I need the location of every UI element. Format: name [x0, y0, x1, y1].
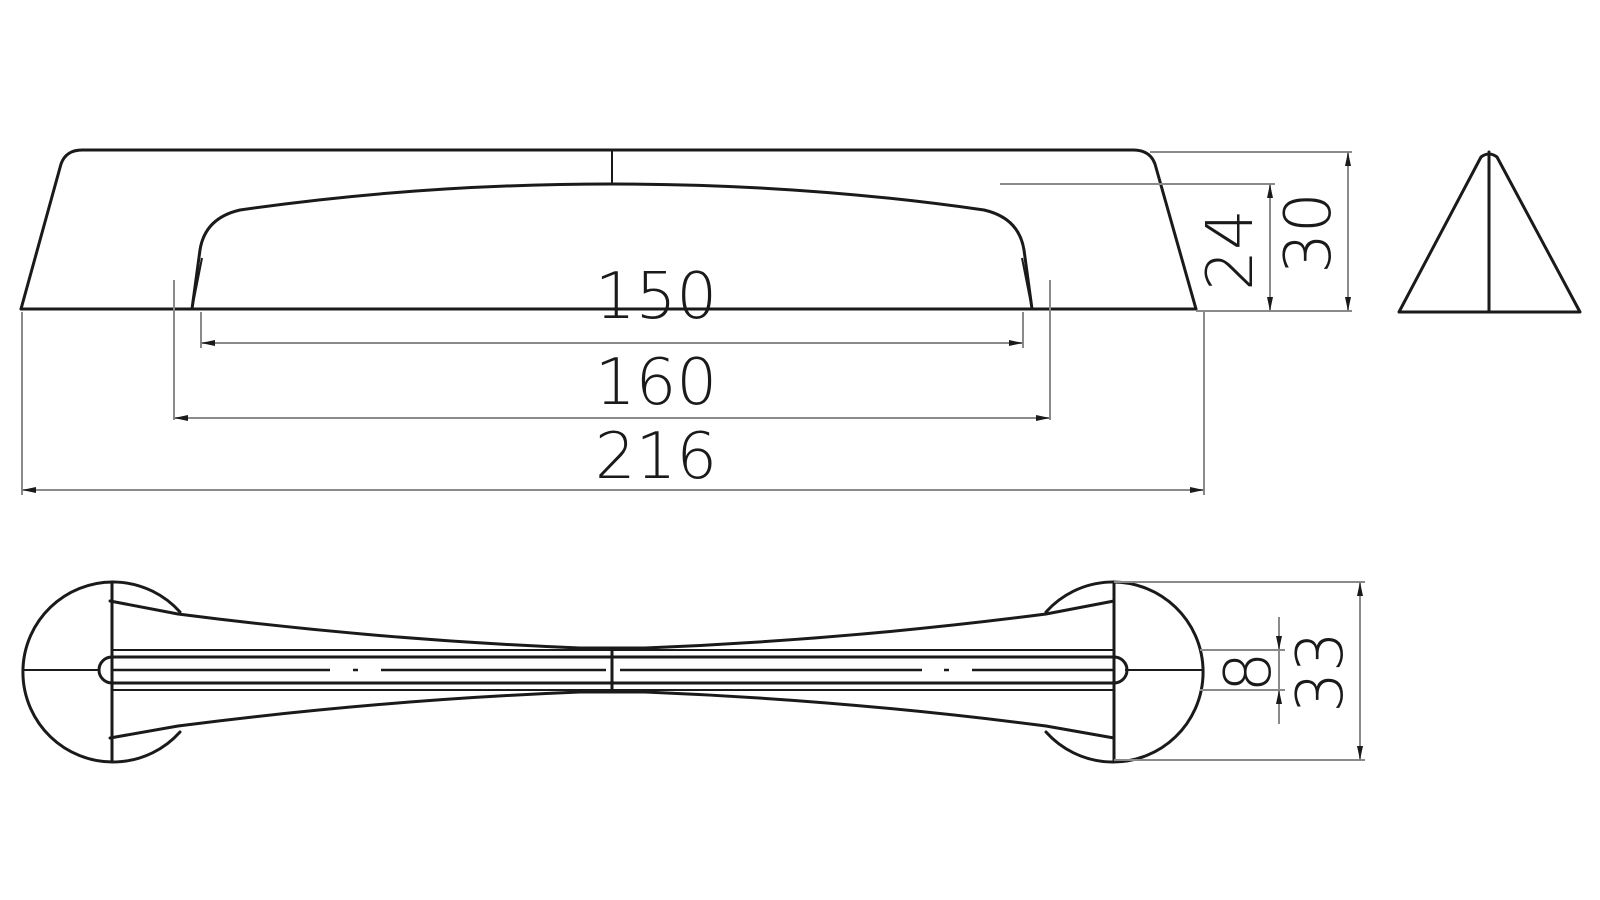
dim-label-33: 33 [1284, 631, 1358, 712]
arrow-icon [201, 340, 215, 346]
dim-label-150: 150 [595, 260, 717, 334]
arrow-icon [22, 487, 36, 493]
arrow-icon [1357, 582, 1363, 596]
front-view-right-foot [1021, 257, 1033, 310]
dim-label-216: 216 [595, 420, 717, 494]
dim-label-24: 24 [1194, 209, 1268, 290]
arrow-icon [1345, 152, 1351, 166]
arrow-icon [1345, 297, 1351, 311]
front-view-grip-cutout [190, 182, 1034, 311]
front-view-left-foot [191, 257, 203, 310]
top-view: 8 33 [21, 580, 1365, 764]
top-view-slot [97, 655, 1129, 685]
front-view-outer-profile [19, 148, 1198, 311]
dim-label-160: 160 [595, 346, 717, 420]
top-view-body-lower [108, 690, 1116, 740]
arrow-icon [174, 415, 188, 421]
arrow-icon [1036, 415, 1050, 421]
arrow-icon [1276, 636, 1282, 650]
arrow-icon [1357, 746, 1363, 760]
top-view-left-base [21, 580, 182, 764]
top-view-right-base [1044, 580, 1205, 764]
dim-label-30: 30 [1272, 192, 1346, 273]
top-view-body-upper [108, 599, 1116, 650]
front-view: 150 160 216 24 30 [19, 148, 1352, 495]
dim-label-8: 8 [1212, 652, 1286, 693]
arrow-icon [1267, 297, 1273, 311]
arrow-icon [1190, 487, 1204, 493]
arrow-icon [1267, 184, 1273, 198]
arrow-icon [1009, 340, 1023, 346]
side-view [1397, 150, 1582, 314]
arrow-icon [1276, 690, 1282, 704]
